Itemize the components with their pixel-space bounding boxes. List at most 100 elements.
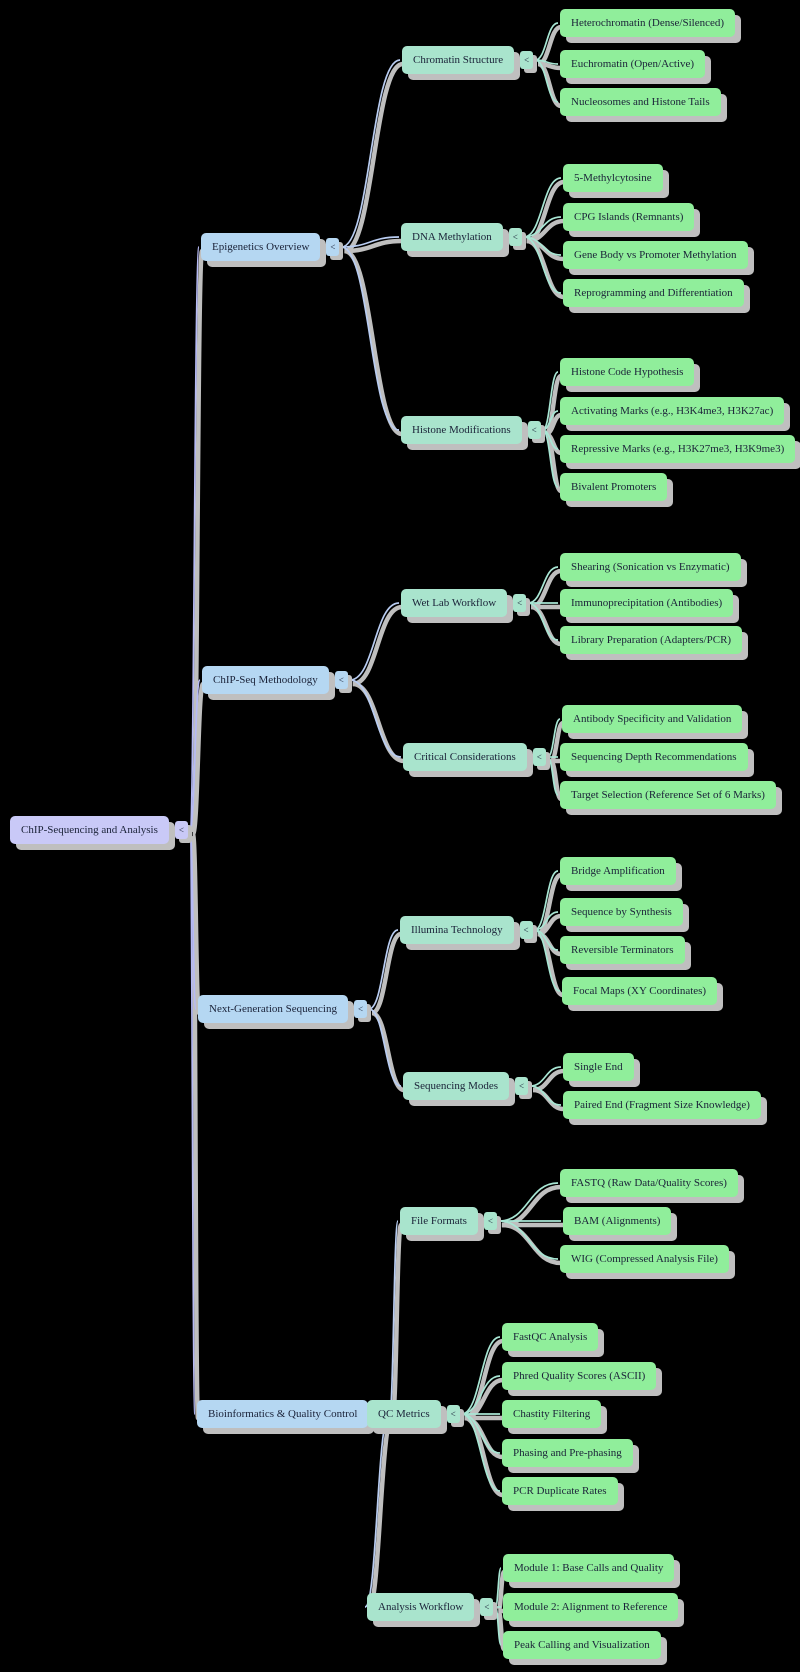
node-label: Bioinformatics & Quality Control [208, 1408, 358, 1420]
node-qc-metrics[interactable]: QC Metrics < [367, 1400, 460, 1428]
collapse-chevron-icon[interactable]: < [446, 1405, 460, 1423]
node-wet-lab-workflow[interactable]: Wet Lab Workflow < [401, 589, 527, 617]
collapse-chevron-icon[interactable]: < [174, 821, 188, 839]
node-bivalent-promoters[interactable]: Bivalent Promoters [560, 473, 668, 501]
collapse-chevron-icon[interactable]: < [527, 421, 541, 439]
node-reprogramming-differentiation[interactable]: Reprogramming and Differentiation [563, 279, 744, 307]
node-focal-maps[interactable]: Focal Maps (XY Coordinates) [562, 977, 718, 1005]
collapse-chevron-icon[interactable]: < [480, 1598, 494, 1616]
node-5-methylcytosine[interactable]: 5-Methylcytosine [563, 164, 663, 192]
node-chromatin-structure[interactable]: Chromatin Structure < [402, 46, 534, 74]
node-file-formats[interactable]: File Formats < [400, 1207, 497, 1235]
node-target-selection[interactable]: Target Selection (Reference Set of 6 Mar… [560, 781, 776, 809]
node-peak-calling-visualization[interactable]: Peak Calling and Visualization [503, 1631, 661, 1659]
node-bam[interactable]: BAM (Alignments) [563, 1207, 672, 1235]
node-label: Wet Lab Workflow [412, 597, 497, 609]
collapse-chevron-icon[interactable]: < [326, 238, 340, 256]
node-label: Sequencing Depth Recommendations [571, 751, 737, 763]
collapse-chevron-icon[interactable]: < [532, 748, 546, 766]
node-wig[interactable]: WIG (Compressed Analysis File) [560, 1245, 729, 1273]
node-nucleosomes-histone-tails[interactable]: Nucleosomes and Histone Tails [560, 88, 721, 116]
node-histone-code-hypothesis[interactable]: Histone Code Hypothesis [560, 358, 695, 386]
node-dna-methylation[interactable]: DNA Methylation < [401, 223, 522, 251]
node-repressive-marks[interactable]: Repressive Marks (e.g., H3K27me3, H3K9me… [560, 435, 796, 463]
collapse-chevron-icon[interactable]: < [483, 1212, 497, 1230]
node-label: File Formats [411, 1215, 467, 1227]
node-label: 5-Methylcytosine [574, 172, 652, 184]
node-bridge-amplification[interactable]: Bridge Amplification [560, 857, 676, 885]
node-label: Heterochromatin (Dense/Silenced) [571, 17, 725, 29]
node-label: CPG Islands (Remnants) [574, 211, 684, 223]
node-euchromatin[interactable]: Euchromatin (Open/Active) [560, 50, 706, 78]
node-analysis-workflow[interactable]: Analysis Workflow < [367, 1593, 494, 1621]
node-label: DNA Methylation [412, 231, 492, 243]
node-cpg-islands[interactable]: CPG Islands (Remnants) [563, 203, 695, 231]
node-paired-end[interactable]: Paired End (Fragment Size Knowledge) [563, 1091, 761, 1119]
node-chip-sequencing-and-analysis[interactable]: ChIP-Sequencing and Analysis < [10, 816, 188, 844]
node-illumina-technology[interactable]: Illumina Technology < [400, 916, 533, 944]
node-reversible-terminators[interactable]: Reversible Terminators [560, 936, 685, 964]
node-label: Analysis Workflow [378, 1601, 464, 1613]
node-label: Activating Marks (e.g., H3K4me3, H3K27ac… [571, 405, 774, 417]
node-module-2-alignment[interactable]: Module 2: Alignment to Reference [503, 1593, 679, 1621]
node-sequencing-modes[interactable]: Sequencing Modes < [403, 1072, 529, 1100]
node-pcr-duplicate-rates[interactable]: PCR Duplicate Rates [502, 1477, 618, 1505]
node-label: Phasing and Pre-phasing [513, 1447, 622, 1459]
collapse-chevron-icon[interactable]: < [508, 228, 522, 246]
node-antibody-specificity[interactable]: Antibody Specificity and Validation [562, 705, 743, 733]
node-bioinformatics-quality-control[interactable]: Bioinformatics & Quality Control < [197, 1400, 388, 1428]
node-label: Bivalent Promoters [571, 481, 657, 493]
node-label: PCR Duplicate Rates [513, 1485, 607, 1497]
node-single-end[interactable]: Single End [563, 1053, 634, 1081]
node-sequence-by-synthesis[interactable]: Sequence by Synthesis [560, 898, 683, 926]
collapse-chevron-icon[interactable]: < [334, 671, 348, 689]
collapse-chevron-icon[interactable]: < [520, 51, 534, 69]
node-critical-considerations[interactable]: Critical Considerations < [403, 743, 546, 771]
collapse-chevron-icon[interactable]: < [513, 594, 527, 612]
node-label: Peak Calling and Visualization [514, 1639, 650, 1651]
node-label: Gene Body vs Promoter Methylation [574, 249, 737, 261]
collapse-chevron-icon[interactable]: < [353, 1000, 367, 1018]
node-label: WIG (Compressed Analysis File) [571, 1253, 718, 1265]
node-label: Paired End (Fragment Size Knowledge) [574, 1099, 750, 1111]
node-label: Euchromatin (Open/Active) [571, 58, 695, 70]
node-label: Critical Considerations [414, 751, 516, 763]
node-phred-quality-scores[interactable]: Phred Quality Scores (ASCII) [502, 1362, 657, 1390]
node-label: Module 1: Base Calls and Quality [514, 1562, 664, 1574]
node-label: BAM (Alignments) [574, 1215, 661, 1227]
node-label: Histone Modifications [412, 424, 511, 436]
node-label: Illumina Technology [411, 924, 503, 936]
node-immunoprecipitation[interactable]: Immunoprecipitation (Antibodies) [560, 589, 734, 617]
node-label: Sequencing Modes [414, 1080, 499, 1092]
node-label: Epigenetics Overview [212, 241, 310, 253]
node-activating-marks[interactable]: Activating Marks (e.g., H3K4me3, H3K27ac… [560, 397, 785, 425]
node-label: Sequence by Synthesis [571, 906, 672, 918]
node-module-1-base-calls[interactable]: Module 1: Base Calls and Quality [503, 1554, 675, 1582]
node-phasing-pre-phasing[interactable]: Phasing and Pre-phasing [502, 1439, 633, 1467]
node-histone-modifications[interactable]: Histone Modifications < [401, 416, 541, 444]
node-label: ChIP-Sequencing and Analysis [21, 824, 158, 836]
node-gene-body-vs-promoter[interactable]: Gene Body vs Promoter Methylation [563, 241, 748, 269]
node-label: Nucleosomes and Histone Tails [571, 96, 710, 108]
node-epigenetics-overview[interactable]: Epigenetics Overview < [201, 233, 340, 261]
node-label: FastQC Analysis [513, 1331, 588, 1343]
node-chip-seq-methodology[interactable]: ChIP-Seq Methodology < [202, 666, 348, 694]
collapse-chevron-icon[interactable]: < [515, 1077, 529, 1095]
node-label: Reversible Terminators [571, 944, 674, 956]
node-next-generation-sequencing[interactable]: Next-Generation Sequencing < [198, 995, 367, 1023]
node-label: QC Metrics [378, 1408, 430, 1420]
node-library-preparation[interactable]: Library Preparation (Adapters/PCR) [560, 626, 743, 654]
node-heterochromatin[interactable]: Heterochromatin (Dense/Silenced) [560, 9, 736, 37]
node-label: Reprogramming and Differentiation [574, 287, 733, 299]
node-label: Module 2: Alignment to Reference [514, 1601, 668, 1613]
collapse-chevron-icon[interactable]: < [519, 921, 533, 939]
node-sequencing-depth[interactable]: Sequencing Depth Recommendations [560, 743, 748, 771]
node-chastity-filtering[interactable]: Chastity Filtering [502, 1400, 602, 1428]
node-label: Target Selection (Reference Set of 6 Mar… [571, 789, 765, 801]
node-label: Single End [574, 1061, 623, 1073]
node-label: Repressive Marks (e.g., H3K27me3, H3K9me… [571, 443, 785, 455]
node-fastqc-analysis[interactable]: FastQC Analysis [502, 1323, 599, 1351]
node-fastq[interactable]: FASTQ (Raw Data/Quality Scores) [560, 1169, 738, 1197]
node-label: Phred Quality Scores (ASCII) [513, 1370, 646, 1382]
node-shearing[interactable]: Shearing (Sonication vs Enzymatic) [560, 553, 741, 581]
